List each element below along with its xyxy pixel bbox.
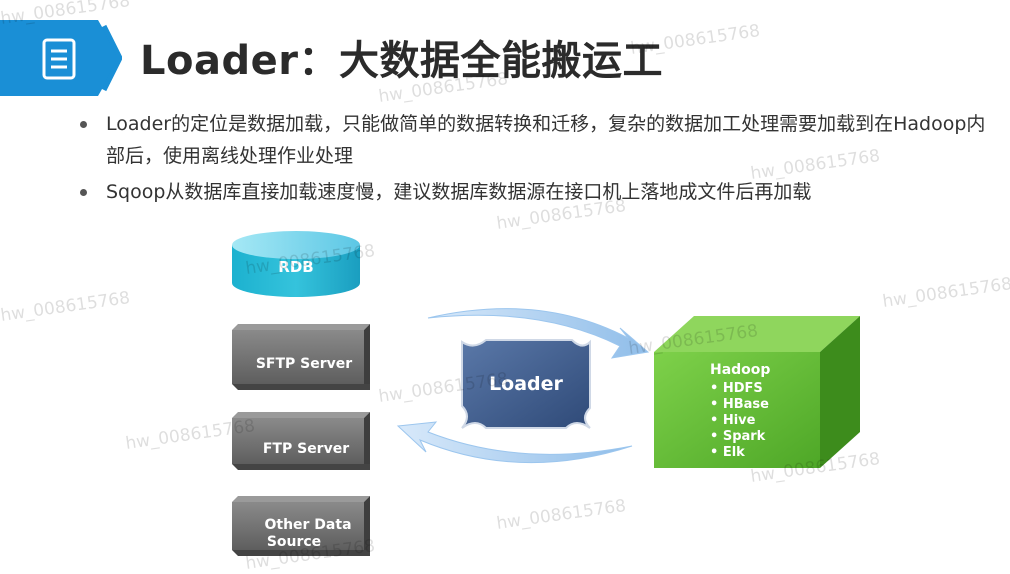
other-data-label: Other Data xyxy=(264,517,351,533)
hadoop-title: Hadoop xyxy=(710,362,770,378)
bullet-dot-icon xyxy=(80,121,87,128)
bullet-text: Loader的定位是数据加载，只能做简单的数据转换和迁移，复杂的数据加工处理需要… xyxy=(106,113,986,167)
document-icon xyxy=(0,20,122,96)
loader-component: Loader xyxy=(461,339,591,429)
page-title: Loader：大数据全能搬运工 xyxy=(140,38,663,84)
ftp-server-box: FTP Server xyxy=(232,412,370,470)
hadoop-item: • Hive xyxy=(710,413,756,428)
rdb-database-icon: RDB xyxy=(232,231,360,297)
sftp-server-box: SFTP Server xyxy=(232,324,370,390)
flow-arrows xyxy=(396,308,650,464)
arrow-to-sources-icon xyxy=(396,421,633,464)
rdb-label: RDB xyxy=(278,258,313,276)
hadoop-item: • HBase xyxy=(710,397,769,412)
loader-label: Loader xyxy=(489,373,563,395)
hadoop-item: • Spark xyxy=(710,429,766,444)
bullet-dot-icon xyxy=(80,189,87,196)
arrow-to-hadoop-icon xyxy=(427,308,650,359)
source-label: Source xyxy=(267,534,321,550)
hadoop-item: • HDFS xyxy=(710,381,763,396)
bullet-list: Loader的定位是数据加载，只能做简单的数据转换和迁移，复杂的数据加工处理需要… xyxy=(76,108,996,212)
ftp-label: FTP Server xyxy=(263,441,349,457)
other-data-source-box: Other Data Source xyxy=(232,496,370,556)
bullet-item: Sqoop从数据库直接加载速度慢，建议数据库数据源在接口机上落地成文件后再加载 xyxy=(76,176,996,208)
hadoop-cube: Hadoop • HDFS • HBase • Hive • Spark • E… xyxy=(654,316,860,468)
hadoop-item: • Elk xyxy=(710,445,745,460)
bullet-item: Loader的定位是数据加载，只能做简单的数据转换和迁移，复杂的数据加工处理需要… xyxy=(76,108,996,172)
bullet-text: Sqoop从数据库直接加载速度慢，建议数据库数据源在接口机上落地成文件后再加载 xyxy=(106,181,812,203)
sftp-label: SFTP Server xyxy=(256,356,352,372)
